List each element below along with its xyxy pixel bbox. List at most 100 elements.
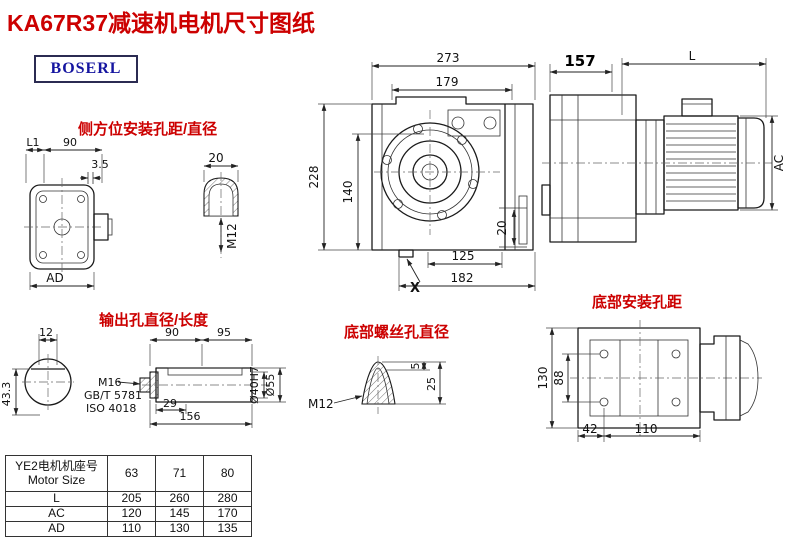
dim-outer-55: Ø55 bbox=[252, 367, 286, 403]
table-header-80: 80 bbox=[203, 455, 252, 492]
dim-130-label: 130 bbox=[536, 367, 550, 390]
top-boss bbox=[447, 109, 501, 137]
dim-90-side-label: 90 bbox=[63, 136, 77, 149]
row-label-L: L bbox=[5, 491, 108, 507]
dim-slot-20: 20 bbox=[495, 207, 527, 248]
dim-AD: AD bbox=[29, 271, 95, 290]
dim-95-shaft: 95 bbox=[201, 326, 253, 366]
motor-size-table: YE2电机机座号 Motor Size 63 71 80 L 205 260 2… bbox=[5, 455, 252, 537]
row-label-AC: AC bbox=[5, 506, 108, 522]
dim-12-label: 12 bbox=[39, 326, 53, 339]
bottom-tab bbox=[398, 249, 414, 258]
dim-157: 157 bbox=[549, 52, 613, 92]
front-view-drawing: 273 179 228 140 bbox=[307, 51, 536, 296]
dim-L1-label: L1 bbox=[26, 136, 39, 149]
std-iso-label: ISO 4018 bbox=[86, 402, 136, 415]
bottom-mount-view-drawing: 130 88 42 110 bbox=[536, 320, 762, 442]
dim-125-label: 125 bbox=[452, 249, 475, 263]
keyway-groove bbox=[167, 367, 243, 376]
motor-cooling-fins bbox=[666, 123, 736, 202]
dim-90-shaft-label: 90 bbox=[165, 326, 179, 339]
cell-AC-63: 120 bbox=[107, 506, 156, 522]
dim-182-label: 182 bbox=[451, 271, 474, 285]
dim-AC-label: AC bbox=[772, 155, 786, 171]
flange-bolt-hole bbox=[382, 155, 392, 165]
dim-AD-label: AD bbox=[46, 271, 63, 285]
dim-42: 42 bbox=[577, 408, 605, 442]
gearbox-front-outline bbox=[371, 96, 534, 251]
label-bottom-mount: 底部安装孔距 bbox=[592, 294, 683, 311]
thread-callout: M12 bbox=[308, 395, 363, 411]
cell-AC-80: 170 bbox=[203, 506, 252, 522]
dim-110: 110 bbox=[603, 422, 701, 442]
brand-logo: BOSERL bbox=[34, 55, 138, 83]
dim-228: 228 bbox=[307, 103, 372, 251]
dim-20-hole: 20 bbox=[203, 151, 239, 182]
mount-hole bbox=[77, 251, 85, 259]
cell-L-63: 205 bbox=[107, 491, 156, 507]
side-mount-view-drawing: L1 90 3.5 AD bbox=[24, 136, 113, 290]
table-header-63: 63 bbox=[107, 455, 156, 492]
dim-25: 25 bbox=[395, 361, 446, 405]
dim-179-label: 179 bbox=[436, 75, 459, 89]
dim-157-label: 157 bbox=[564, 52, 595, 70]
bell-housing-end bbox=[739, 339, 759, 417]
output-shaft-drawing: 12 43.3 90 95 bbox=[0, 326, 286, 428]
coupling-flange bbox=[635, 119, 665, 215]
row-label-AD: AD bbox=[5, 521, 108, 537]
table-header-71: 71 bbox=[155, 455, 204, 492]
dim-3-5: 3.5 bbox=[80, 158, 109, 184]
cell-L-80: 280 bbox=[203, 491, 252, 507]
dim-25-label: 25 bbox=[425, 377, 438, 391]
dim-M12-side-label: M12 bbox=[225, 223, 239, 249]
dim-AC: AC bbox=[740, 115, 786, 211]
gearbox-side-outline bbox=[549, 94, 637, 243]
dim-L-label: L bbox=[689, 49, 696, 63]
std-gb-label: GB/T 5781 bbox=[84, 389, 142, 402]
dim-L1: L1 bbox=[25, 136, 45, 183]
table-header-cn: YE2电机机座号 bbox=[15, 458, 98, 473]
cell-AC-71: 145 bbox=[155, 506, 204, 522]
dim-43-3: 43.3 bbox=[0, 368, 40, 416]
section-x-label: X bbox=[410, 281, 420, 296]
label-side-mount: 侧方位安装孔距/直径 bbox=[78, 121, 218, 138]
cell-L-71: 260 bbox=[155, 491, 204, 507]
side-view-drawing: 157 L AC bbox=[541, 49, 786, 243]
dim-29: 29 bbox=[155, 397, 187, 414]
dim-140: 140 bbox=[341, 133, 424, 251]
dim-156: 156 bbox=[149, 400, 253, 428]
dim-5: 5 bbox=[382, 361, 446, 371]
dim-110-label: 110 bbox=[635, 422, 658, 436]
output-shaft-stub bbox=[541, 184, 551, 216]
cell-AD-80: 135 bbox=[203, 521, 252, 537]
mount-hole bbox=[39, 251, 47, 259]
base-bolt-hole bbox=[599, 349, 609, 359]
flange-bolt-hole bbox=[413, 124, 423, 134]
terminal-box bbox=[681, 98, 713, 117]
flange-bolt-hole bbox=[457, 135, 467, 145]
dim-179: 179 bbox=[391, 75, 513, 100]
table-header-motor-size: YE2电机机座号 Motor Size bbox=[5, 455, 108, 492]
dim-273-label: 273 bbox=[437, 51, 460, 65]
fan-cover bbox=[737, 117, 765, 209]
side-hole-detail-drawing: 20 M12 bbox=[203, 151, 239, 258]
bolt-M16-label: M16 bbox=[98, 376, 122, 389]
flange-extension bbox=[699, 335, 741, 421]
dim-slot-20-label: 20 bbox=[495, 220, 509, 235]
flange-bolt-hole bbox=[393, 199, 403, 209]
dim-5-label: 5 bbox=[409, 363, 422, 370]
dim-bore-40: Ø40H7 bbox=[248, 366, 268, 404]
side-slot bbox=[518, 195, 528, 245]
cell-AD-63: 110 bbox=[107, 521, 156, 537]
dim-12: 12 bbox=[38, 326, 58, 365]
retaining-washer bbox=[149, 371, 159, 399]
table-row-AC: AC 120 145 170 bbox=[5, 506, 252, 522]
table-header-en: Motor Size bbox=[27, 472, 86, 487]
dim-29-label: 29 bbox=[163, 397, 177, 410]
mount-hole bbox=[39, 195, 47, 203]
dim-bore-40-label: Ø40H7 bbox=[248, 366, 261, 404]
table-header-row: YE2电机机座号 Motor Size 63 71 80 bbox=[5, 455, 252, 492]
screw-hole-section bbox=[361, 361, 396, 405]
